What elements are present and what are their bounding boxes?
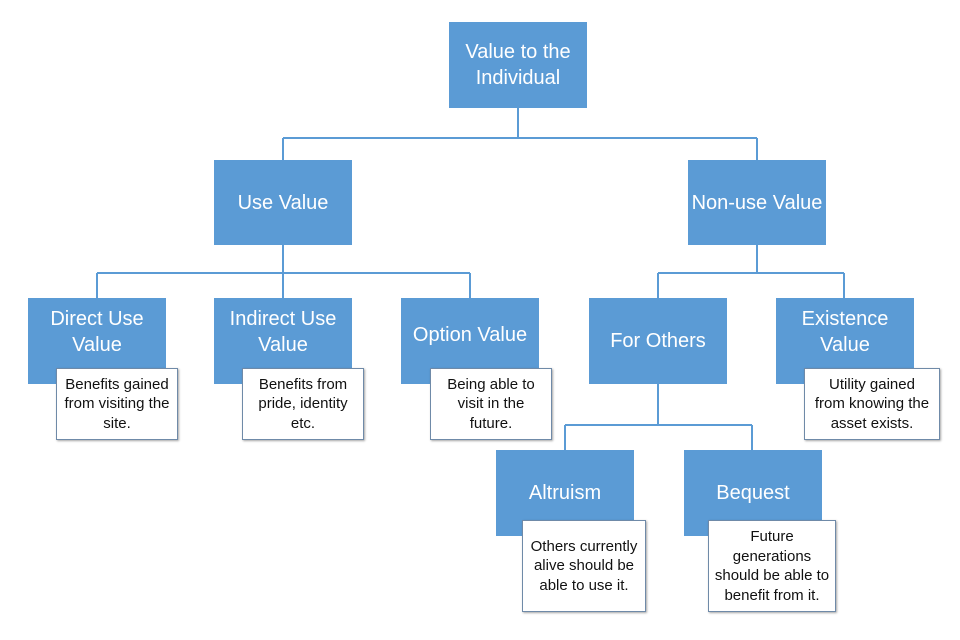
note-altruism: Others currently alive should be able to… — [522, 520, 646, 612]
node-label: Altruism — [528, 482, 602, 504]
node-label: Indirect Use Value — [229, 308, 337, 356]
node-label: Non-use Value — [691, 191, 823, 214]
note-text: Benefits gained from visiting the site. — [64, 375, 170, 432]
note-text: Being able to visit in the future. — [447, 375, 535, 432]
node-label: Bequest — [716, 482, 790, 504]
node-label: Direct Use Value — [50, 308, 144, 356]
node-label: For Others — [610, 330, 706, 352]
note-text: Future generations should be able to ben… — [714, 528, 830, 604]
node-label: Option Value — [412, 324, 528, 346]
note-direct-use: Benefits gained from visiting the site. — [56, 368, 178, 440]
note-option-value: Being able to visit in the future. — [430, 368, 552, 440]
note-indirect-use: Benefits from pride, identity etc. — [242, 368, 364, 440]
node-for-others: For Others — [589, 298, 727, 384]
node-value-to-individual: Value to the Individual — [449, 22, 587, 108]
note-bequest: Future generations should be able to ben… — [708, 520, 836, 612]
node-label: Existence Value — [801, 308, 889, 356]
note-existence-value: Utility gained from knowing the asset ex… — [804, 368, 940, 440]
node-use-value: Use Value — [214, 160, 352, 245]
note-text: Benefits from pride, identity etc. — [258, 375, 348, 432]
note-text: Utility gained from knowing the asset ex… — [814, 375, 930, 432]
node-label: Value to the Individual — [465, 41, 571, 89]
node-label: Use Value — [237, 191, 329, 214]
note-text: Others currently alive should be able to… — [530, 537, 638, 594]
node-non-use-value: Non-use Value — [688, 160, 826, 245]
